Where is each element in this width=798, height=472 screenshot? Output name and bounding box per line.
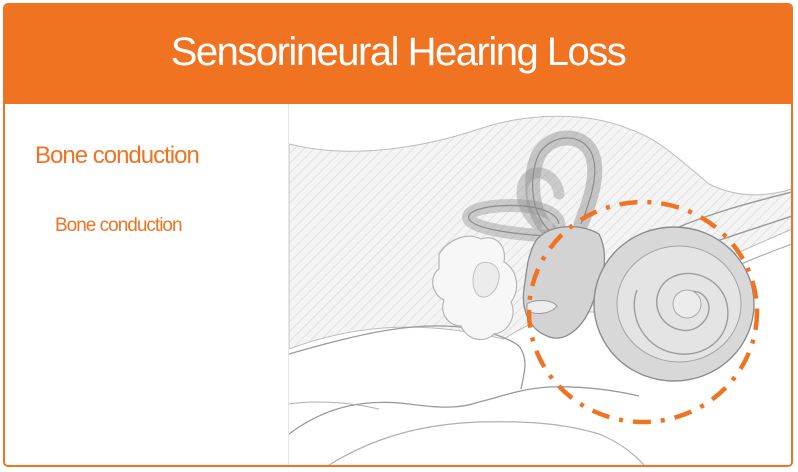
title-bar: Sensorineural Hearing Loss: [5, 5, 791, 104]
canal-outline-bottom: [329, 422, 644, 465]
canal-outline-lower: [289, 387, 639, 434]
slide-title: Sensorineural Hearing Loss: [171, 30, 626, 79]
left-panel: Bone conduction Bone conduction: [5, 104, 288, 465]
inner-ear-illustration: [288, 104, 791, 465]
section-heading: Bone conduction: [35, 142, 199, 170]
inner-ear-svg: [289, 104, 791, 465]
sub-label: Bone conduction: [55, 215, 182, 237]
slide: Sensorineural Hearing Loss Bone conducti…: [3, 3, 793, 467]
cochlea: [594, 227, 754, 381]
